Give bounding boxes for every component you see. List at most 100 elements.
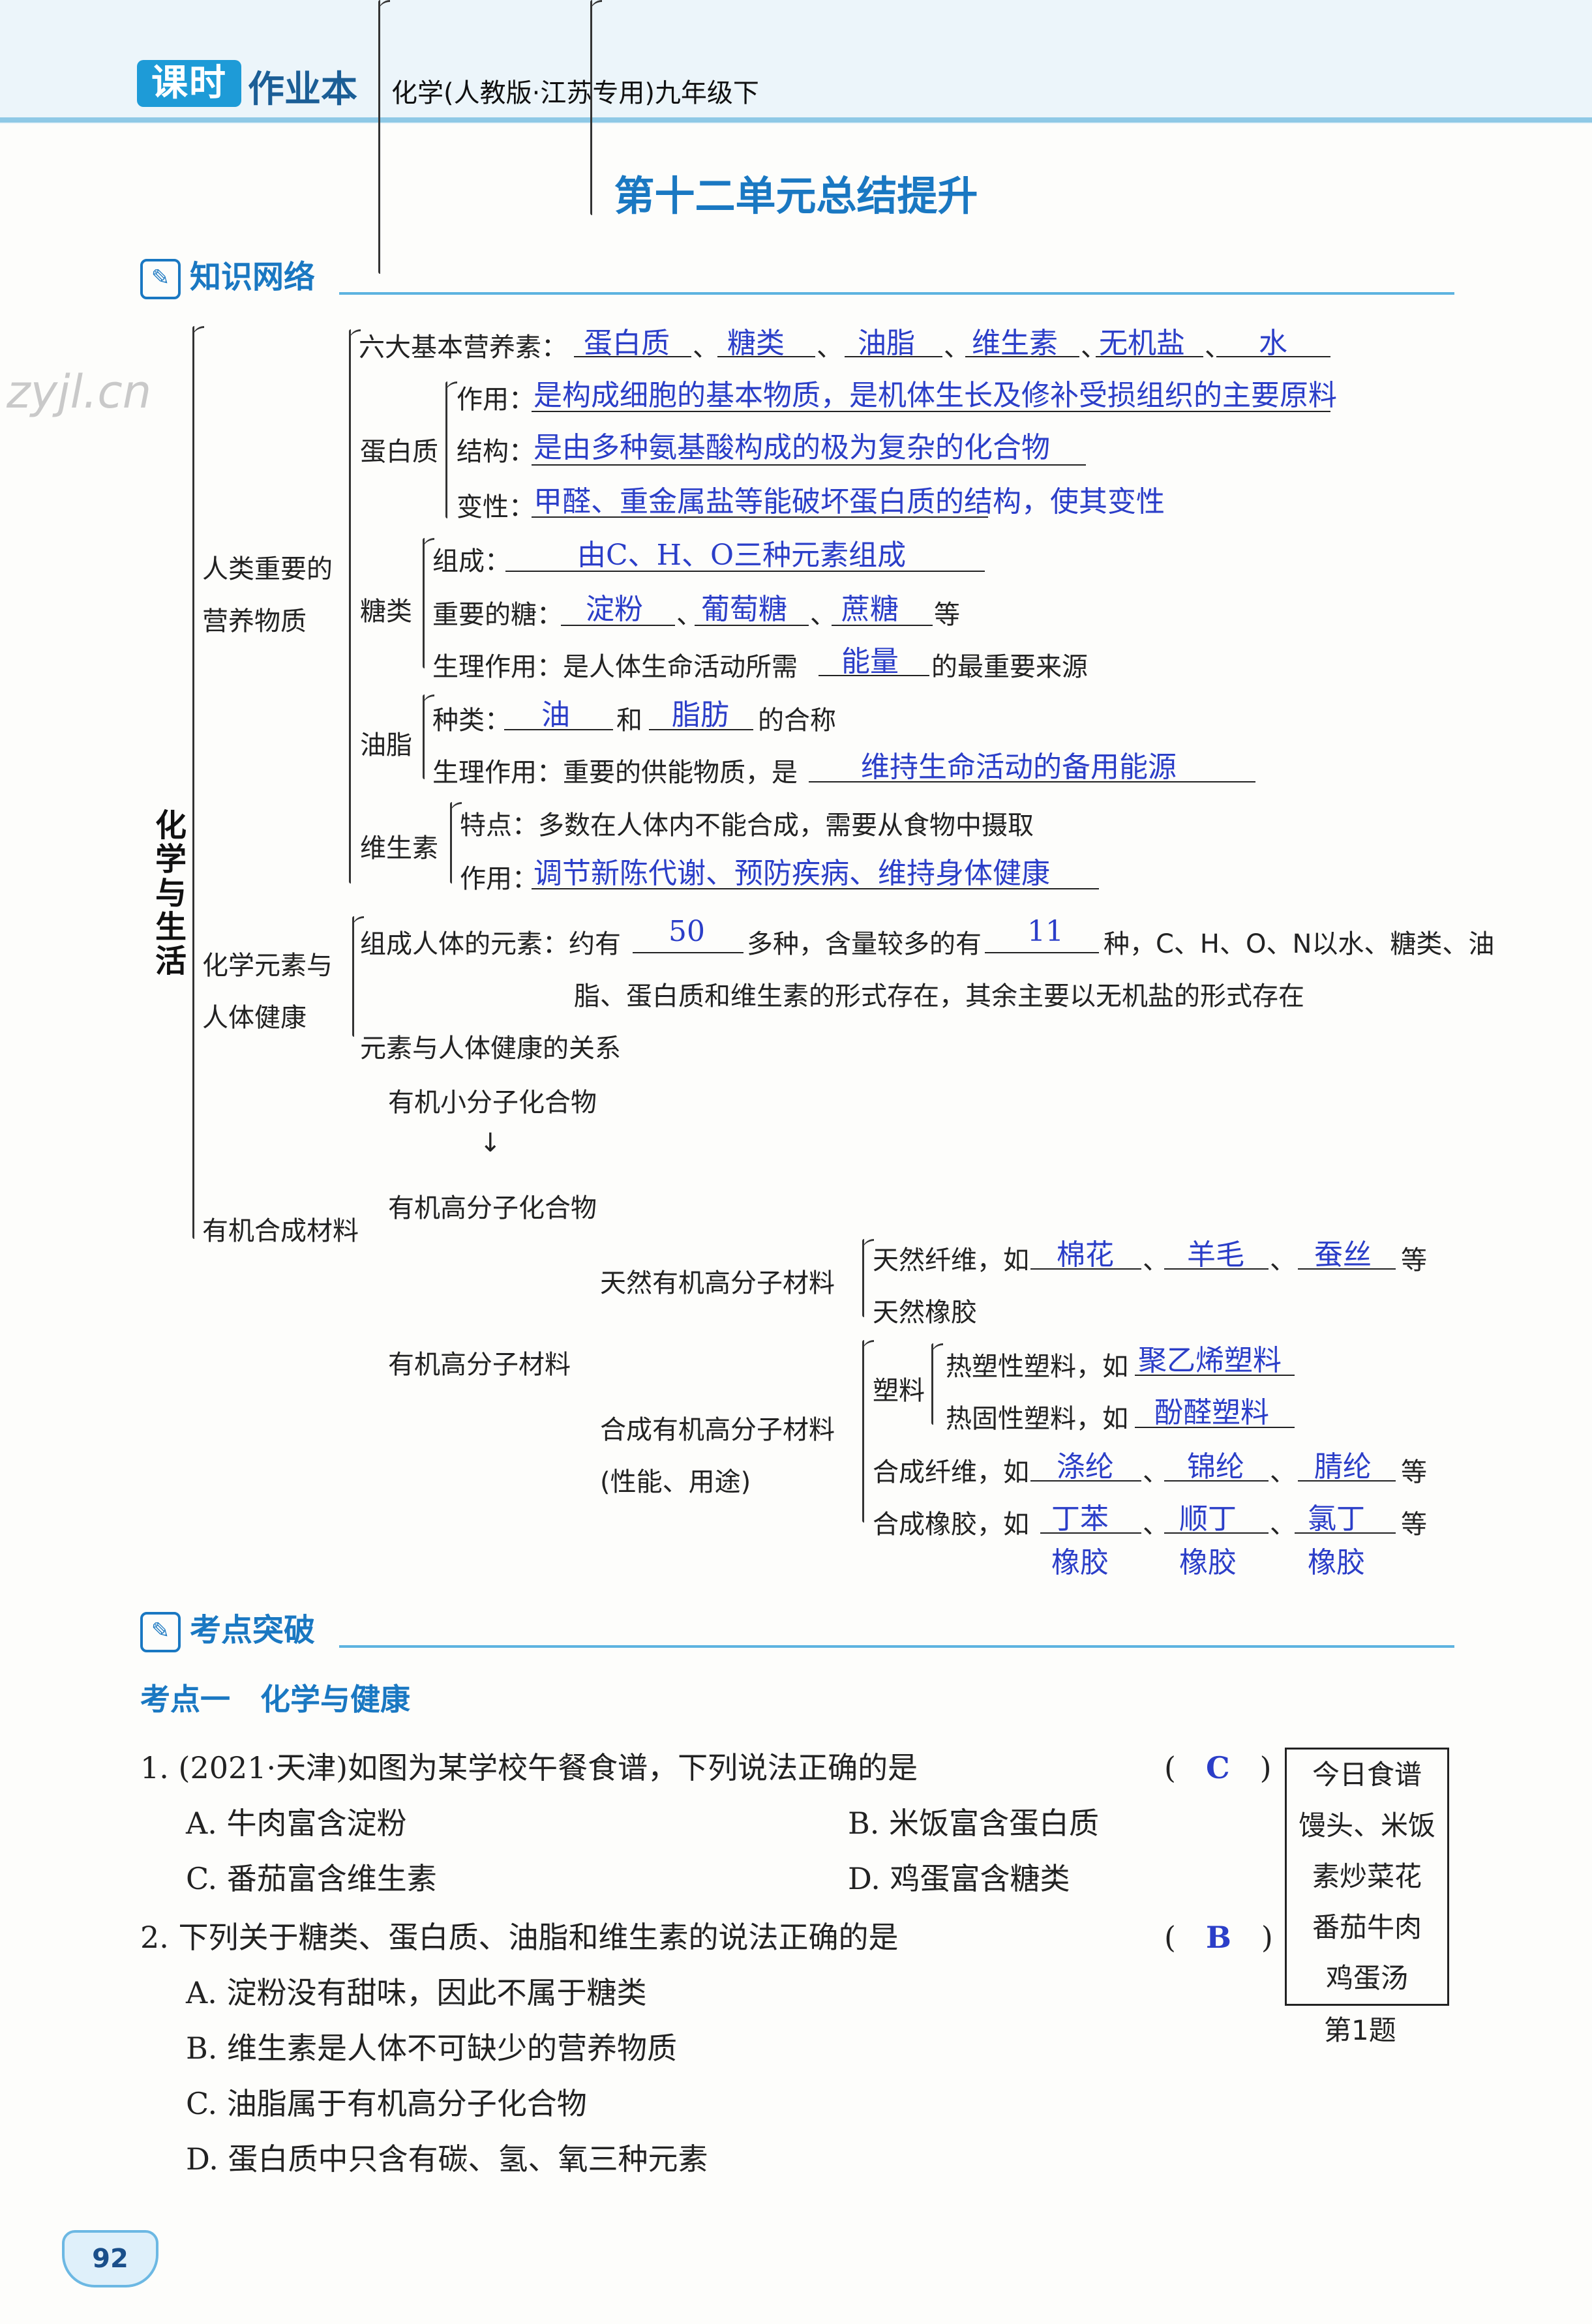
- ans-protein-structure: 是由多种氨基酸构成的极为复杂的化合物: [533, 431, 1050, 464]
- book-title: 化学(人教版·江苏专用)九年级下: [391, 78, 759, 108]
- q2-stem: 2. 下列关于糖类、蛋白质、油脂和维生素的说法正确的是: [140, 1920, 899, 1955]
- q1-answer: ( C ): [1164, 1750, 1272, 1785]
- root-node: 化学与生活: [149, 809, 186, 978]
- menu-figure: 今日食谱 馒头、米饭 素炒菜花 番茄牛肉 鸡蛋汤: [1285, 1748, 1449, 2006]
- header-rule: [0, 117, 1592, 123]
- menu-item: 番茄牛肉: [1312, 1911, 1422, 1943]
- node-fat: 油脂: [360, 730, 412, 760]
- ans-glucose: 葡萄糖: [701, 593, 787, 626]
- ans-sbr-1: 丁苯: [1051, 1502, 1109, 1536]
- ans-silk: 蚕丝: [1314, 1238, 1372, 1272]
- section-rule: [339, 292, 1454, 295]
- node-sugar: 糖类: [360, 597, 412, 627]
- label-important-sugars: 重要的糖：: [432, 600, 563, 630]
- ans-polyethylene: 聚乙烯塑料: [1138, 1344, 1282, 1377]
- ans-protein-denature: 甲醛、重金属盐等能破坏蛋白质的结构，使其变性: [533, 485, 1165, 518]
- fat-brace: [423, 694, 434, 779]
- q1-option-a: A. 牛肉富含淀粉: [186, 1806, 407, 1841]
- text-synthetic-rubber: 合成橡胶，如: [873, 1510, 1029, 1540]
- text-fat-role: 生理作用：重要的供能物质，是: [432, 758, 798, 788]
- sep: 、: [1270, 1245, 1296, 1275]
- blank: [1135, 1375, 1295, 1376]
- text-natural-rubber: 天然橡胶: [873, 1298, 977, 1328]
- logo: 课时: [137, 60, 241, 107]
- blank: [649, 729, 753, 730]
- blank: [1030, 1268, 1141, 1270]
- label-function-2: 作用：: [460, 864, 538, 894]
- text-etc: 等: [1401, 1457, 1427, 1487]
- synthetic-brace: [862, 1340, 874, 1523]
- node-polymer-material: 有机高分子材料: [388, 1350, 571, 1380]
- blank: [1298, 1268, 1396, 1270]
- polymer-brace: [590, 0, 602, 215]
- q1-option-b: B. 米饭富含蛋白质: [848, 1806, 1100, 1841]
- sep: 、: [693, 333, 719, 363]
- node-nutrients-2: 营养物质: [202, 606, 307, 636]
- sep: 、: [1143, 1457, 1169, 1487]
- q1-option-c: C. 番茄富含维生素: [186, 1861, 437, 1896]
- text-sugar-role: 生理作用：是人体生命活动所需: [432, 652, 798, 682]
- ans-sbr-2: 橡胶: [1051, 1546, 1109, 1579]
- label-function: 作用：: [457, 385, 535, 415]
- sugar-brace: [423, 538, 434, 668]
- ans-cotton: 棉花: [1057, 1238, 1114, 1272]
- menu-item: 素炒菜花: [1312, 1860, 1422, 1892]
- plastic-brace: [931, 1343, 943, 1425]
- node-natural-polymer: 天然有机高分子材料: [600, 1268, 835, 1298]
- section-key-points: ✎考点突破: [140, 1604, 315, 1652]
- text-vitamin-feature: 特点：多数在人体内不能合成，需要从食物中摄取: [460, 811, 1034, 841]
- organic-brace: [378, 0, 390, 274]
- node-plastic: 塑料: [873, 1376, 925, 1406]
- ans-salt: 无机盐: [1099, 327, 1185, 360]
- q2-option-a: A. 淀粉没有甜味，因此不属于糖类: [186, 1975, 647, 2010]
- blank: [717, 356, 815, 357]
- sep: 、: [944, 333, 970, 363]
- blank: [1298, 1480, 1396, 1482]
- text-and: 和: [616, 706, 642, 736]
- ans-vitamin: 维生素: [972, 327, 1058, 360]
- text-collective: 的合称: [758, 706, 836, 736]
- text-natural-fiber: 天然纤维，如: [873, 1245, 1029, 1275]
- page-number: 92: [62, 2230, 158, 2287]
- ans-vitamin-function: 调节新陈代谢、预防疾病、维持身体健康: [533, 857, 1050, 890]
- six-nutrients-label: 六大基本营养素：: [359, 333, 567, 363]
- text-elements-more: 多种，含量较多的有: [747, 929, 982, 959]
- arrow-icon: ↓: [479, 1128, 502, 1158]
- node-nutrients-1: 人类重要的: [202, 554, 333, 584]
- ans-water: 水: [1259, 327, 1287, 360]
- protein-brace: [445, 381, 457, 518]
- blank: [1164, 1532, 1269, 1534]
- node-synthetic-polymer: 合成有机高分子材料: [600, 1415, 835, 1445]
- blank: [695, 625, 809, 626]
- blank: [561, 625, 675, 626]
- elements-brace: [352, 916, 364, 1037]
- blank: [809, 781, 1255, 782]
- ans-oil: 油脂: [858, 327, 915, 360]
- q2-answer: ( B ): [1164, 1920, 1273, 1955]
- figure-caption: 第1题: [1324, 2014, 1396, 2046]
- section-rule: [339, 1645, 1454, 1648]
- sep: 、: [817, 333, 843, 363]
- root-brace: [192, 326, 204, 1239]
- ans-cr-1: 氯丁: [1308, 1502, 1365, 1536]
- ans-50: 50: [668, 915, 705, 948]
- ans-starch: 淀粉: [586, 593, 643, 626]
- section-knowledge-network: ✎知识网络: [140, 251, 315, 299]
- sep: 、: [1081, 333, 1107, 363]
- ans-br-1: 顺丁: [1179, 1502, 1237, 1536]
- label-denature: 变性：: [457, 492, 535, 522]
- ans-protein: 蛋白质: [584, 327, 670, 360]
- blank: [1164, 1268, 1269, 1270]
- blank: [532, 888, 1099, 889]
- q1-option-d: D. 鸡蛋富含糖类: [848, 1861, 1070, 1896]
- text-etc: 等: [934, 600, 960, 630]
- blank: [1096, 356, 1203, 357]
- ans-wool: 羊毛: [1187, 1238, 1244, 1272]
- ans-sugar-composition: 由C、H、O三种元素组成: [577, 539, 907, 572]
- text-etc: 等: [1401, 1510, 1427, 1540]
- ans-polyester: 涤纶: [1057, 1450, 1114, 1483]
- natural-brace: [862, 1239, 874, 1317]
- blank: [1135, 1427, 1295, 1428]
- blank: [1164, 1480, 1269, 1482]
- text-property-use: (性能、用途): [600, 1467, 751, 1497]
